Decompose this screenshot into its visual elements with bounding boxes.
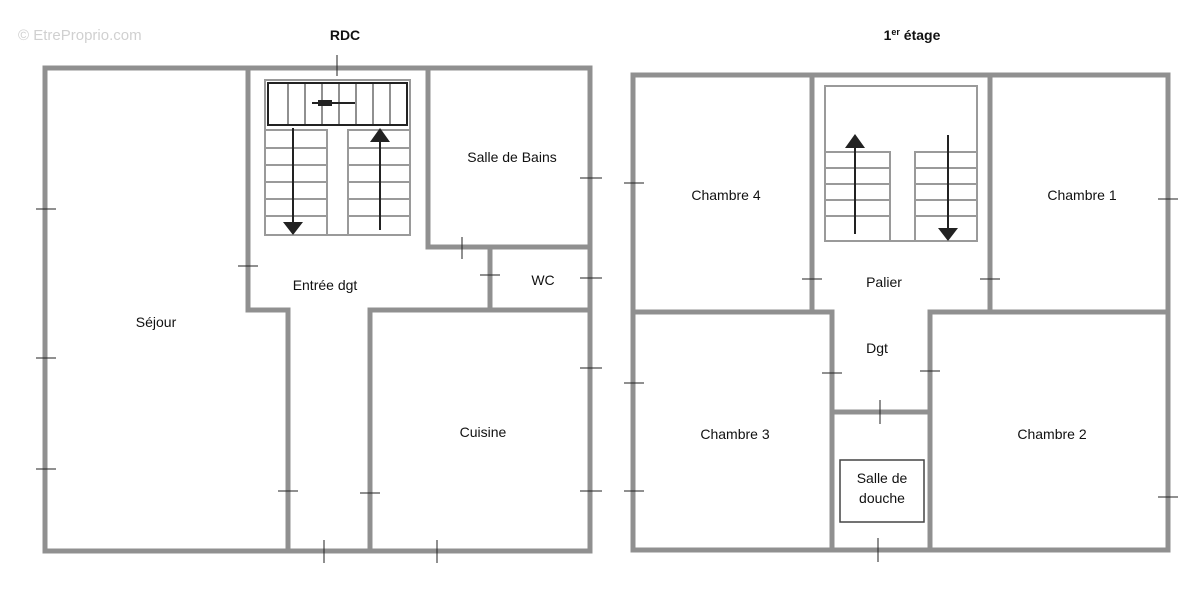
salle-douche-box bbox=[839, 459, 925, 523]
arrow-down-icon bbox=[283, 222, 303, 235]
arrow-down-icon bbox=[938, 228, 958, 241]
room-palier: Palier bbox=[866, 274, 902, 290]
etage-title: 1er étage bbox=[884, 27, 941, 43]
room-salle-douche-line2: douche bbox=[859, 490, 905, 506]
room-sejour: Séjour bbox=[136, 314, 177, 330]
room-chambre4: Chambre 4 bbox=[691, 187, 760, 203]
arrow-up-icon bbox=[845, 134, 865, 148]
rdc-ticks bbox=[36, 55, 602, 563]
room-chambre2: Chambre 2 bbox=[1017, 426, 1086, 442]
etage-ticks bbox=[624, 182, 1178, 562]
watermark: © EtreProprio.com bbox=[18, 27, 142, 44]
room-salle-bains: Salle de Bains bbox=[467, 149, 557, 165]
etage-walls bbox=[630, 72, 1171, 553]
room-cuisine: Cuisine bbox=[460, 424, 507, 440]
room-wc: WC bbox=[531, 272, 554, 288]
rdc-walls bbox=[42, 65, 593, 554]
room-chambre3: Chambre 3 bbox=[700, 426, 769, 442]
rdc-staircase bbox=[264, 79, 411, 236]
room-entree: Entrée dgt bbox=[293, 277, 358, 293]
room-chambre1: Chambre 1 bbox=[1047, 187, 1116, 203]
room-dgt: Dgt bbox=[866, 340, 888, 356]
room-salle-douche-line1: Salle de bbox=[857, 470, 908, 486]
rdc-title: RDC bbox=[330, 27, 360, 43]
etage-staircase bbox=[824, 85, 978, 242]
arrow-up-icon bbox=[370, 128, 390, 142]
